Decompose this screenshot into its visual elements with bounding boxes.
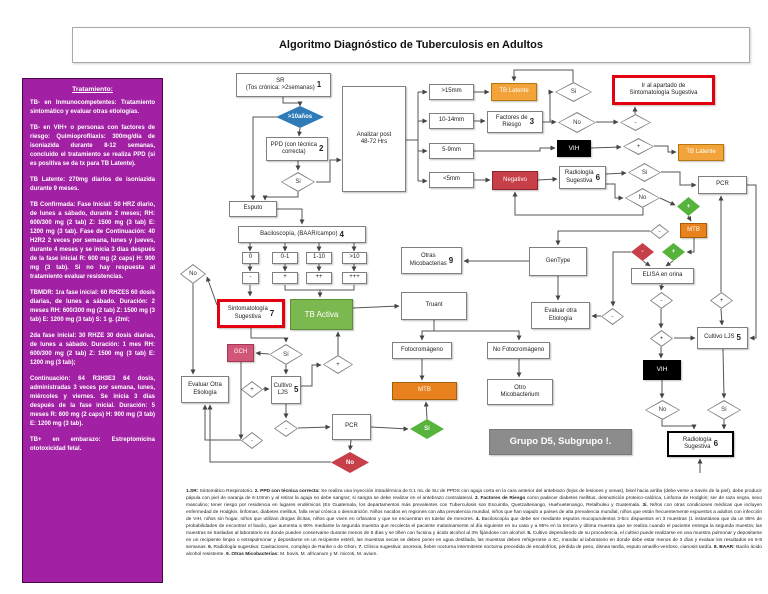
node-negativo: Negativo [492, 171, 538, 190]
node-result-2plus: ++ [306, 272, 332, 284]
node-otro-micobacterium: Otro Micobacterium [487, 379, 553, 405]
page-title: Algoritmo Diagnóstico de Tuberculosis en… [72, 27, 750, 63]
node-sr: SR (Tos crónica: >2semanas)1 [236, 73, 331, 97]
decision-si-4: Sí [707, 400, 741, 420]
sidebar-paragraph: 2da fase inicial: 30 RHZE 30 dosis diari… [30, 333, 155, 367]
decision-neg-6: - [241, 432, 263, 449]
decision-no-2: No [625, 188, 660, 208]
node-gentype: GenType [529, 247, 587, 276]
decision-neg-4: - [601, 308, 624, 325]
node-5-9mm: 5-9mm [429, 143, 474, 159]
footnotes: 1.SR: Sintomático Respiratorio. 2. PPD c… [186, 489, 762, 557]
node-lt5mm: <5mm [429, 172, 474, 188]
node-pcr-2: PCR [332, 414, 371, 440]
node-count-gt10: >10 [342, 252, 367, 264]
node-result-3plus: +++ [342, 272, 367, 284]
decision-pos-5: + [323, 355, 353, 374]
decision-pos-green-2: + [662, 243, 685, 261]
node-10-14mm: 10-14mm [429, 113, 474, 129]
node-tb-latente-1: TB Latente [491, 83, 537, 101]
node-mtb-2: MTB [392, 382, 457, 400]
node-truant: Truant [401, 292, 467, 320]
node-pcr-1: PCR [698, 176, 747, 194]
decision-gt10-anos: >10años [276, 106, 324, 128]
node-vih-2: VIH [643, 360, 681, 380]
decision-neg-3: - [650, 292, 673, 309]
sidebar-heading: Tratamiento: [72, 86, 113, 93]
node-count-0-1: 0-1 [272, 252, 298, 264]
decision-si-green: Sí [410, 419, 444, 439]
node-gch: GCH [227, 344, 254, 362]
decision-si-3: Si [628, 163, 661, 182]
decision-neg-2: - [650, 224, 669, 239]
node-ppd: PPD (con técnica correcta)2 [266, 137, 328, 161]
sidebar-paragraph: TB Confirmada: Fase Inicial: 50 HRZ diar… [30, 202, 155, 281]
decision-neg-1: - [620, 114, 651, 131]
node-evaluar-otra-etiologia-2: Evaluar otra Etiología [531, 302, 590, 329]
node-gt15mm: >15mm [429, 84, 474, 100]
node-result-1plus: + [272, 272, 298, 284]
decision-neg-red: - [631, 243, 654, 261]
node-fotocromageno: Fotocromágeno [392, 342, 452, 359]
decision-pos-1: + [623, 138, 654, 155]
node-esputo: Esputo [229, 201, 277, 217]
node-mtb-1: MTB [680, 223, 707, 238]
sidebar-paragraph: TB Latente: 270mg diarios de isoniazida … [30, 177, 155, 193]
decision-neg-5: - [274, 420, 298, 437]
node-count-0: 0 [242, 252, 259, 264]
node-grupo-subgrupo-label: Grupo D5, Subgrupo !. [489, 429, 632, 455]
node-tb-activa: TB Activa [290, 299, 353, 330]
decision-si-2: Si [555, 82, 592, 102]
node-baciloscopia: Baciloscopía, (BAAR/campo)4 [238, 226, 366, 243]
decision-pos-2: + [710, 292, 733, 309]
node-tb-latente-2: TB Latente [678, 144, 724, 161]
decision-si-1: Si [281, 172, 315, 192]
decision-pos-green-1: + [677, 197, 700, 216]
node-evaluar-otra-etiologia-1: Evaluar Otra Etiología [181, 376, 229, 403]
node-ir-apartado-sintomatologia: Ir al apartado de Sintomatología Sugesti… [612, 75, 715, 105]
sidebar-paragraph: TB+ en embarazo: Estreptomicina ototoxic… [30, 437, 155, 453]
sidebar-paragraph: Continuación: 64 R3H3E3 64 dosis, admini… [30, 376, 155, 428]
node-no-fotocromageno: No Fotocromágeno [487, 342, 550, 359]
decision-pos-4: + [241, 381, 263, 398]
sidebar-paragraph: TB- en Inmunocompetentes: Tratamiento si… [30, 100, 155, 116]
node-count-1-10: 1-10 [306, 252, 332, 264]
decision-si-5: Sí [269, 344, 303, 365]
node-result-neg: - [242, 272, 259, 284]
sidebar-paragraph: TBMDR: 1ra fase inicial: 60 RHZES 60 dos… [30, 290, 155, 324]
decision-pos-3: + [650, 330, 673, 347]
decision-no-3: No [645, 400, 680, 420]
decision-no-1: No [558, 112, 596, 133]
node-vih-1: VIH [557, 140, 591, 157]
node-elisa-orina: ELISA en orina [631, 268, 694, 284]
decision-no-4: No [180, 264, 206, 284]
decision-no-red: No [331, 452, 369, 473]
node-analizar-48-72: Analizar post 48-72 Hrs [342, 86, 406, 192]
treatment-sidebar: Tratamiento: TB- en Inmunocompetentes: T… [22, 78, 163, 583]
sidebar-paragraph: TB- en VIH+ o personas con factores de r… [30, 125, 155, 168]
